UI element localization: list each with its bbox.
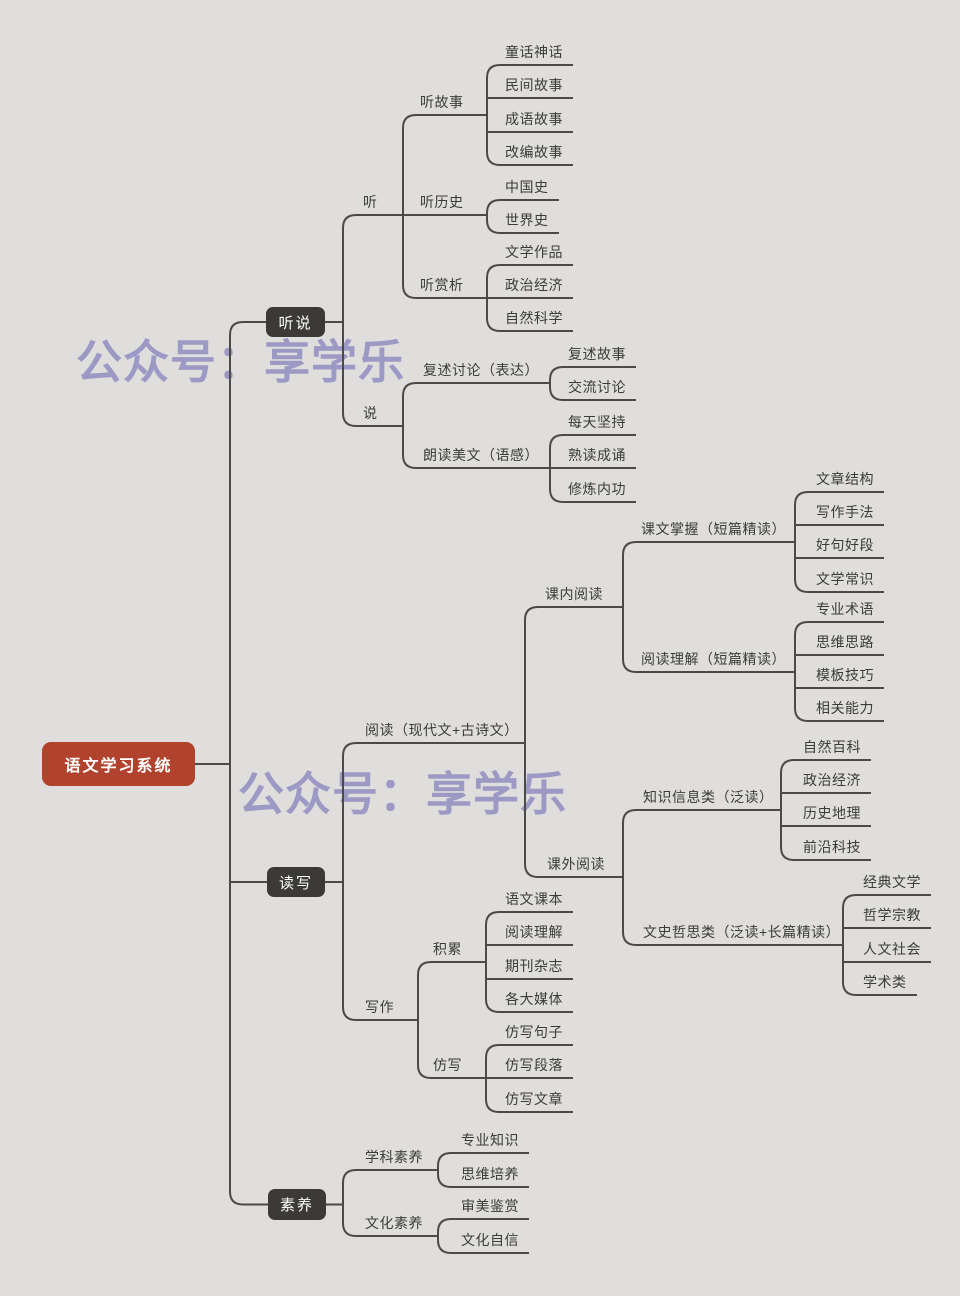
leaf-topic-label[interactable]: 仿写段落 (505, 1057, 563, 1073)
leaf-topic-label[interactable]: 熟读成诵 (568, 447, 626, 463)
subtopic-label[interactable]: 听历史 (420, 194, 464, 210)
leaf-topic-label[interactable]: 期刊杂志 (505, 958, 563, 974)
watermark-center: 公众号：享学乐 (238, 767, 567, 821)
leaf-topic-label[interactable]: 专业知识 (461, 1132, 519, 1148)
watermark-top-left: 公众号：享学乐 (76, 335, 405, 389)
leaf-topic-label[interactable]: 自然科学 (505, 310, 563, 326)
subtopic-label[interactable]: 课外阅读 (547, 856, 605, 872)
leaf-topic-label[interactable]: 交流讨论 (568, 379, 626, 395)
subtopic-label[interactable]: 听故事 (420, 94, 464, 110)
leaf-topic-label[interactable]: 成语故事 (505, 111, 563, 127)
leaf-topic-label[interactable]: 专业术语 (816, 601, 874, 617)
leaf-topic-label[interactable]: 自然百科 (803, 739, 861, 755)
subtopic-label[interactable]: 说 (363, 405, 378, 421)
subtopic-label[interactable]: 课文掌握（短篇精读） (641, 521, 786, 537)
main-topic[interactable]: 听说 (266, 307, 325, 337)
subtopic-label[interactable]: 仿写 (433, 1057, 462, 1073)
subtopic-label[interactable]: 文化素养 (365, 1215, 423, 1231)
leaf-topic-label[interactable]: 相关能力 (816, 700, 874, 716)
main-topic[interactable]: 素养 (268, 1189, 326, 1220)
leaf-topic-label[interactable]: 阅读理解 (505, 924, 563, 940)
subtopic-label[interactable]: 知识信息类（泛读） (643, 789, 774, 805)
leaf-topic-label[interactable]: 仿写文章 (505, 1091, 563, 1107)
leaf-topic-label[interactable]: 前沿科技 (803, 839, 861, 855)
leaf-topic-label[interactable]: 文学作品 (505, 244, 563, 260)
subtopic-label[interactable]: 阅读理解（短篇精读） (641, 651, 786, 667)
subtopic-label[interactable]: 课内阅读 (545, 586, 603, 602)
main-topic[interactable]: 读写 (267, 867, 325, 897)
subtopic-label[interactable]: 朗读美文（语感） (423, 447, 539, 463)
subtopic-label[interactable]: 听 (363, 194, 378, 210)
leaf-topic-label[interactable]: 写作手法 (816, 504, 874, 520)
leaf-topic-label[interactable]: 世界史 (505, 212, 549, 228)
leaf-topic-label[interactable]: 修炼内功 (568, 481, 626, 497)
leaf-topic-label[interactable]: 文章结构 (816, 471, 874, 487)
leaf-topic-label[interactable]: 人文社会 (863, 941, 921, 957)
root-topic[interactable]: 语文学习系统 (42, 742, 195, 786)
leaf-topic-label[interactable]: 好句好段 (816, 537, 874, 553)
leaf-topic-label[interactable]: 每天坚持 (568, 414, 626, 430)
leaf-topic-label[interactable]: 模板技巧 (816, 667, 874, 683)
leaf-topic-label[interactable]: 思维培养 (461, 1166, 519, 1182)
leaf-topic-label[interactable]: 思维思路 (816, 634, 874, 650)
subtopic-label[interactable]: 文史哲思类（泛读+长篇精读） (643, 924, 841, 940)
leaf-topic-label[interactable]: 复述故事 (568, 346, 626, 362)
leaf-topic-label[interactable]: 政治经济 (803, 772, 861, 788)
leaf-topic-label[interactable]: 学术类 (863, 974, 907, 990)
subtopic-label[interactable]: 积累 (433, 941, 462, 957)
leaf-topic-label[interactable]: 改编故事 (505, 144, 563, 160)
leaf-topic-label[interactable]: 审美鉴赏 (461, 1198, 519, 1214)
leaf-topic-label[interactable]: 文学常识 (816, 571, 874, 587)
leaf-topic-label[interactable]: 经典文学 (863, 874, 921, 890)
leaf-topic-label[interactable]: 历史地理 (803, 805, 861, 821)
leaf-topic-label[interactable]: 语文课本 (505, 891, 563, 907)
subtopic-label[interactable]: 复述讨论（表达） (423, 362, 539, 378)
leaf-topic-label[interactable]: 各大媒体 (505, 991, 563, 1007)
leaf-topic-label[interactable]: 文化自信 (461, 1232, 519, 1248)
subtopic-label[interactable]: 写作 (365, 999, 394, 1015)
leaf-topic-label[interactable]: 哲学宗教 (863, 907, 921, 923)
subtopic-label[interactable]: 听赏析 (420, 277, 464, 293)
subtopic-label[interactable]: 阅读（现代文+古诗文） (365, 722, 519, 738)
leaf-topic-label[interactable]: 政治经济 (505, 277, 563, 293)
leaf-topic-label[interactable]: 仿写句子 (505, 1024, 563, 1040)
leaf-topic-label[interactable]: 中国史 (505, 179, 549, 195)
leaf-topic-label[interactable]: 民间故事 (505, 77, 563, 93)
leaf-topic-label[interactable]: 童话神话 (505, 44, 563, 60)
subtopic-label[interactable]: 学科素养 (365, 1149, 423, 1165)
